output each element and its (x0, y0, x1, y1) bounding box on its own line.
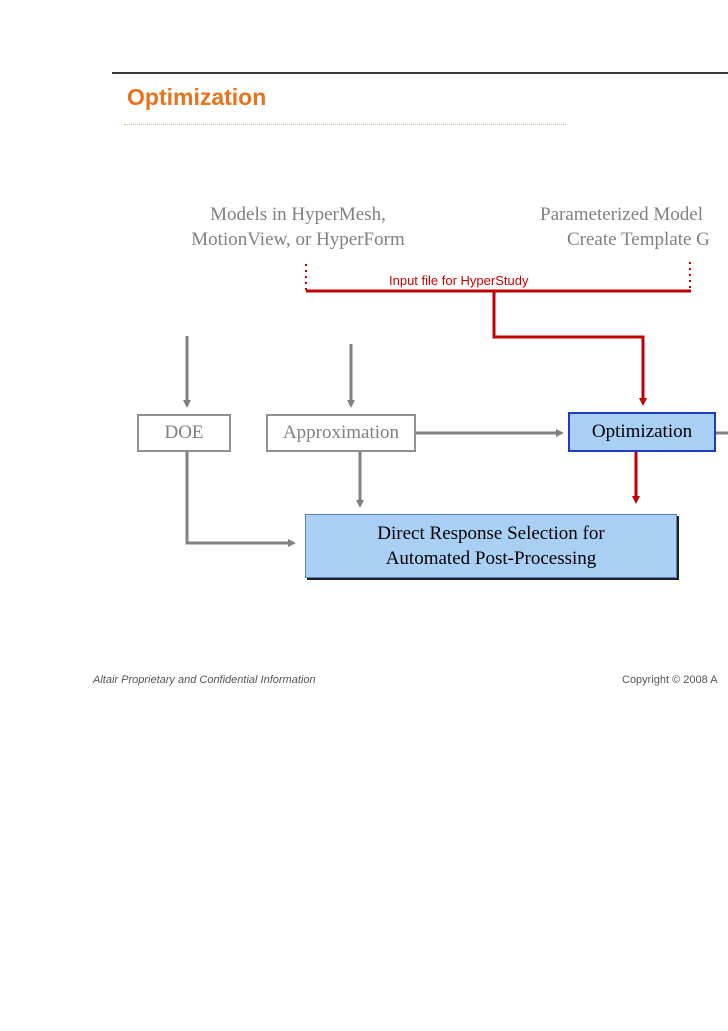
approximation-label: Approximation (282, 422, 400, 443)
input-file-label: Input file for HyperStudy (389, 273, 529, 288)
models-label-line2: MotionView, or HyperForm (191, 229, 405, 250)
doe-label: DOE (164, 422, 204, 443)
input-to-optimization-arrow (492, 291, 647, 406)
doe-box: DOE (137, 414, 231, 452)
models-label: Models in HyperMesh, MotionView, or Hype… (168, 202, 428, 252)
parameterized-label-line1: Parameterized Model (540, 204, 704, 225)
footer-copyright: Copyright © 2008 A (622, 674, 718, 686)
footer-confidential: Altair Proprietary and Confidential Info… (93, 674, 316, 686)
slide-title: Optimization (127, 84, 267, 110)
title-underline (124, 124, 566, 125)
parameterized-label: Parameterized Model Create Template G (540, 202, 710, 252)
direct-response-selection-box: Direct Response Selection for Automated … (305, 514, 677, 578)
parameterized-label-line2: Create Template G (567, 229, 710, 250)
doe-to-drs-arrow (185, 451, 296, 547)
optimization-box: Optimization (568, 412, 716, 452)
approximation-box: Approximation (266, 414, 416, 452)
models-label-line1: Models in HyperMesh, (210, 204, 386, 225)
optimization-label: Optimization (591, 421, 693, 442)
drs-label-line2: Automated Post-Processing (385, 548, 597, 569)
top-rule (112, 72, 728, 74)
drs-label-line1: Direct Response Selection for (377, 523, 605, 544)
